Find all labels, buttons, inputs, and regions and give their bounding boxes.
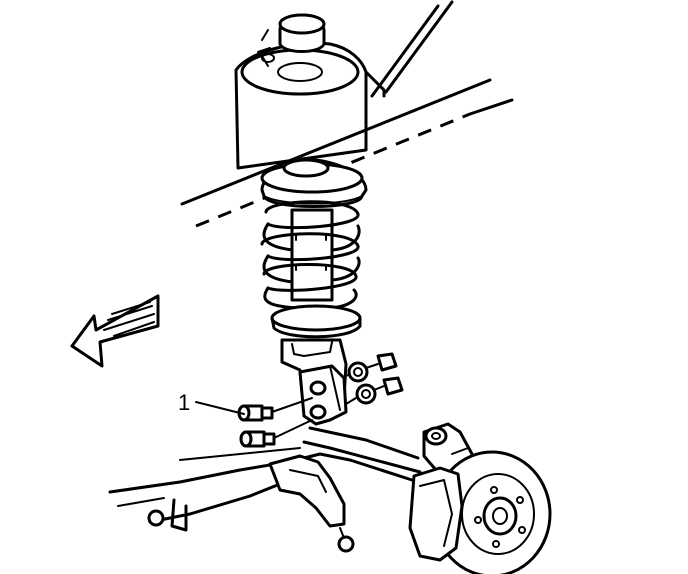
coil-spring (260, 200, 361, 310)
lower-spring-seat (270, 304, 362, 339)
brake-rotor (432, 450, 552, 574)
upper-strut-mount (260, 158, 368, 208)
nut-upper (345, 352, 398, 383)
nut-lower (345, 376, 404, 405)
strut-bolt-lower (239, 419, 313, 448)
brake-caliper (408, 466, 464, 562)
lower-control-arm (108, 426, 422, 553)
strut-bracket (280, 338, 348, 426)
callout-1: 1 (178, 390, 245, 415)
callout-1-label: 1 (178, 390, 190, 415)
front-direction-arrow (70, 294, 160, 368)
strut-bolt-upper (237, 397, 313, 422)
strut-tower (234, 0, 454, 170)
